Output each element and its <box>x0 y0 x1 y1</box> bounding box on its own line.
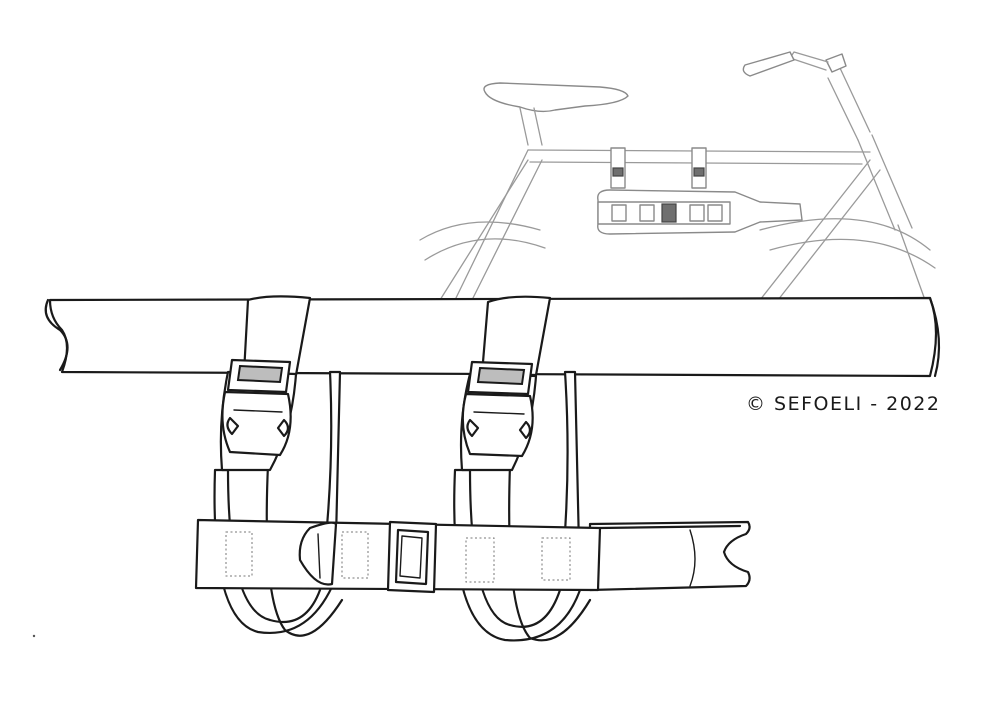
right-strap <box>459 295 552 472</box>
bike-handlebar <box>825 53 847 73</box>
bike-saddle <box>483 82 629 113</box>
pad <box>541 537 571 581</box>
bike-seat-tube <box>454 149 529 301</box>
bottle-holder <box>194 518 751 594</box>
bike-down-tube <box>759 159 871 301</box>
left-strap <box>219 295 312 472</box>
copyright-notice: © SEFOELI - 2022 <box>746 393 941 415</box>
bottle <box>588 520 751 592</box>
pad <box>225 531 253 577</box>
pad <box>465 537 495 583</box>
rear-wheel <box>419 221 541 241</box>
band-end-tab <box>298 521 338 586</box>
bike-stem <box>827 77 859 141</box>
mini-bottle-holder <box>597 147 803 235</box>
background-bicycle <box>419 51 936 301</box>
front-wheel <box>759 218 931 251</box>
